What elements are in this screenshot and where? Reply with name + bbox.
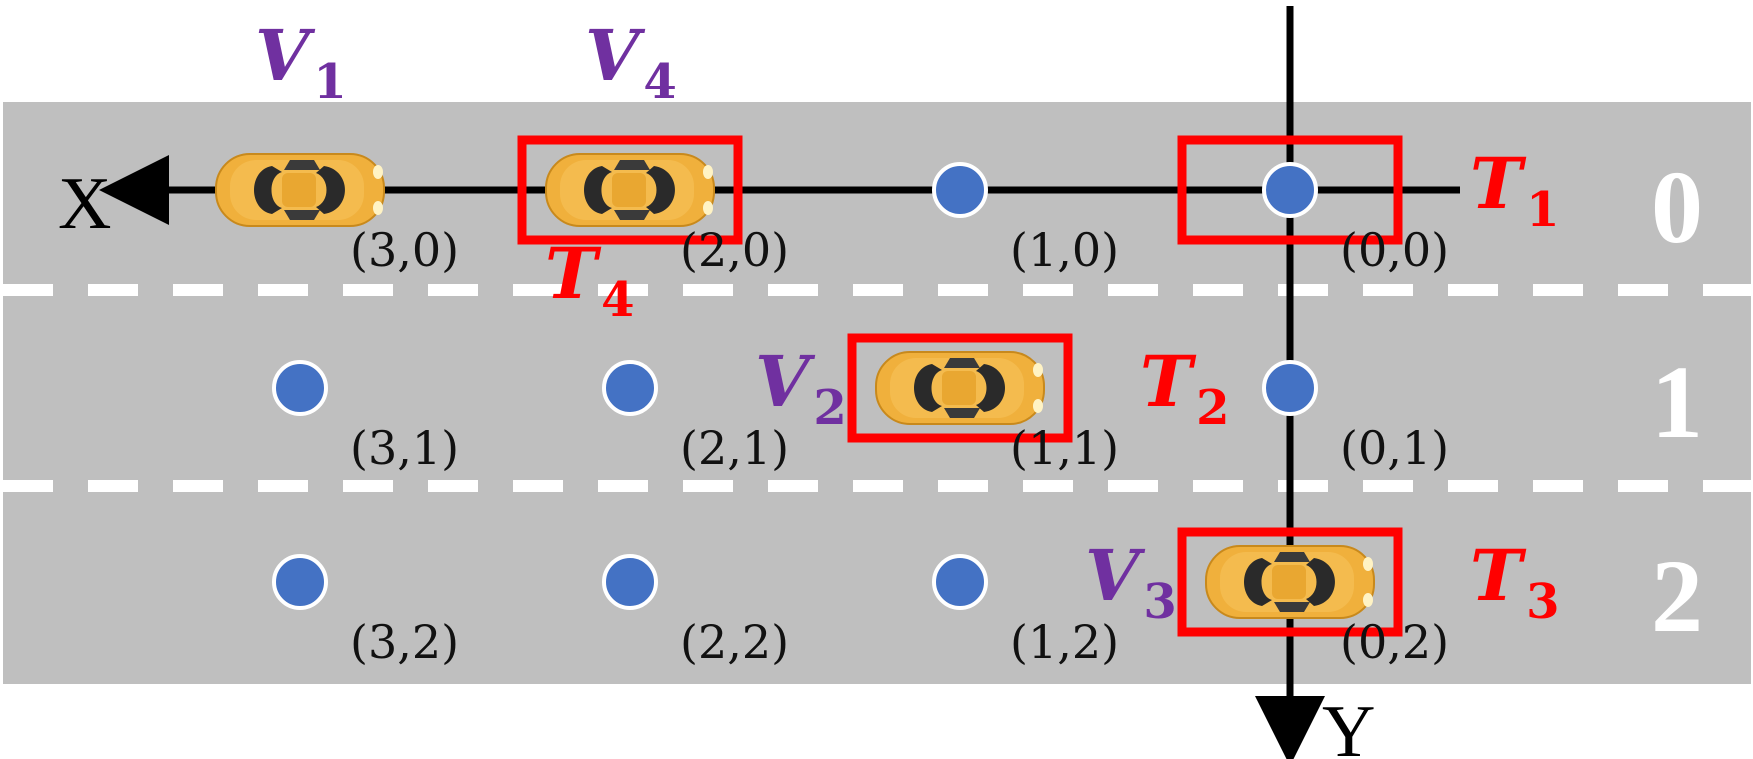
coordinate-label: (2,2): [680, 615, 789, 669]
labels: (3,0) (2,0) (1,0) (0,0) (3,1) (2,1) (1,1) (0,1)…: [255, 14, 1560, 669]
target-box: [1177, 527, 1403, 637]
coordinate-label: (3,0): [350, 223, 459, 277]
coordinate-label: (0,0): [1340, 223, 1449, 277]
target-label: T2: [1140, 340, 1230, 436]
vehicle-label: V2: [755, 340, 847, 436]
y-axis-label: Y: [1322, 691, 1375, 759]
target-boxes: [517, 135, 1403, 637]
coordinate-label: (1,2): [1010, 615, 1119, 669]
coordinate-label: (1,1): [1010, 421, 1119, 475]
target-label: T3: [1470, 534, 1560, 630]
target-label: T1: [1470, 142, 1560, 238]
grid-point: [272, 554, 328, 610]
coordinate-label: (2,0): [680, 223, 789, 277]
target-box: [517, 135, 743, 245]
lane-number-2: 2: [1651, 539, 1703, 654]
target-box: [847, 333, 1073, 443]
grid-point: [932, 162, 988, 218]
target-box: [1177, 135, 1403, 245]
coordinate-label: (0,2): [1340, 615, 1449, 669]
coordinate-label: (2,1): [680, 421, 789, 475]
lane-number-1: 1: [1651, 345, 1703, 460]
target-label: T4: [545, 232, 635, 328]
grid-point: [1262, 162, 1318, 218]
grid-point: [932, 554, 988, 610]
grid-point: [602, 554, 658, 610]
coordinate-label: (3,1): [350, 421, 459, 475]
grid-point: [602, 360, 658, 416]
car-icon: [1205, 545, 1375, 619]
car-icon: [215, 153, 385, 227]
car-icon: [545, 153, 715, 227]
grid-point: [272, 360, 328, 416]
vehicle-label: V1: [255, 14, 347, 110]
vehicle-label: V3: [1085, 534, 1177, 630]
coordinate-label: (1,0): [1010, 223, 1119, 277]
coordinate-label: (0,1): [1340, 421, 1449, 475]
x-axis-label: X: [58, 163, 111, 245]
vehicle-label: V4: [585, 14, 677, 110]
grid-points: [272, 162, 1318, 610]
grid-point: [1262, 360, 1318, 416]
lane-number-0: 0: [1651, 150, 1703, 265]
car-icon: [875, 351, 1045, 425]
coordinate-label: (3,2): [350, 615, 459, 669]
